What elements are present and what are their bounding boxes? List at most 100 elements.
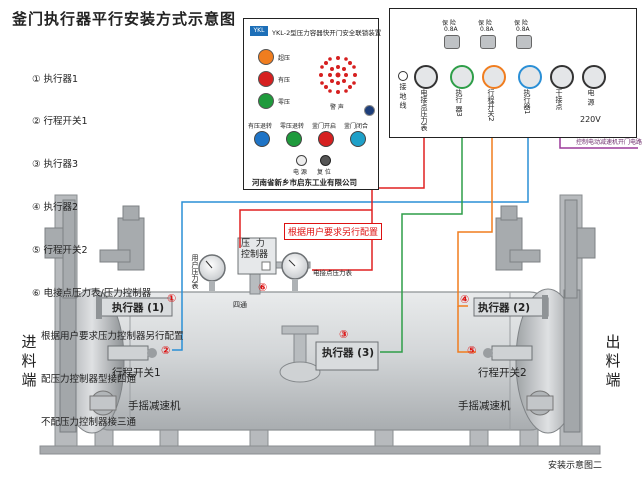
- user-gauge-label: 用户压力表: [191, 254, 199, 289]
- fuse-rating: 0.8A: [444, 26, 458, 33]
- speaker-label: 警 声: [330, 104, 344, 111]
- wire-limit-switch-2: [457, 306, 476, 353]
- voltage-label: 220V: [580, 115, 601, 124]
- legend-item: ① 执行器1: [32, 73, 79, 85]
- fuse-rating: 0.8A: [516, 26, 530, 33]
- fuse-label: 保 险: [514, 20, 528, 27]
- marker-2: ②: [161, 344, 171, 357]
- terminal-panel: 保 险 0.8A 保 险 0.8A 保 险 0.8A 接 地 线 电接点压力表 …: [389, 8, 637, 138]
- terminal-contact-gauge[interactable]: [414, 65, 438, 89]
- inlet-end-label: 进 料 端: [21, 333, 37, 389]
- custom-config-note: 根据用户要求另行配置: [284, 223, 383, 240]
- legend: ① 执行器1 ② 行程开关1 ③ 执行器3 ④ 执行器2 ⑤ 行程开关2 ⑥ 电…: [32, 44, 184, 444]
- terminal-label: 干接点: [555, 89, 563, 110]
- actuator-3-label: 执行器 (3): [322, 347, 375, 359]
- terminal-label: 行程开关2: [487, 89, 495, 122]
- gearbox-right-label: 手摇减速机: [458, 400, 511, 412]
- terminal-dry-contact[interactable]: [550, 65, 574, 89]
- brand-logo: YKL: [250, 26, 268, 36]
- right-hinge-column: [495, 199, 596, 299]
- marker-1: ①: [167, 292, 177, 305]
- pressure-controller-box: [237, 237, 277, 275]
- wire-actuator-3: [380, 76, 463, 353]
- fuse-rating: 0.8A: [480, 26, 494, 33]
- pressure-controller-label: 压 力 控制器: [241, 239, 269, 260]
- legend-item: 不配压力控制器接三通: [32, 416, 137, 428]
- lamp-label: 有压: [278, 77, 291, 84]
- power-label: 电 源: [293, 169, 307, 176]
- contact-pressure-gauge: [281, 252, 309, 291]
- marker-3: ③: [339, 328, 349, 341]
- actuator-1-label: 执行器 (1): [112, 302, 165, 314]
- button-label: 有压退转: [248, 123, 273, 130]
- four-way-label: 四通: [233, 301, 247, 309]
- overpressure-lamp: [258, 49, 274, 65]
- wire-actuator-1: [181, 76, 529, 308]
- ground-terminal-icon: [398, 71, 408, 81]
- gearbox-right: [526, 390, 554, 416]
- wire-limit-switch-1: [172, 308, 183, 351]
- door-open-button[interactable]: [318, 131, 334, 147]
- door-close-button[interactable]: [350, 131, 366, 147]
- terminal-label: 执行 器3: [455, 89, 463, 117]
- reset-button[interactable]: [320, 155, 331, 166]
- terminal-limit-switch-2[interactable]: [482, 65, 506, 89]
- actuator-3-body: [315, 341, 379, 371]
- legend-item: 配压力控制器型接四通: [32, 373, 137, 385]
- marker-5: ⑤: [467, 344, 477, 357]
- legend-item: ③ 执行器3: [32, 159, 79, 171]
- lamp-label: 超压: [278, 55, 291, 62]
- contact-gauge-label: 电接点压力表: [313, 269, 352, 277]
- figure-caption: 安装示意图二: [548, 461, 603, 471]
- button-label: 釜门开启: [312, 123, 337, 130]
- legend-item: ② 行程开关1: [32, 116, 88, 128]
- fuse-icon: [516, 35, 532, 49]
- gearbox-left: [89, 390, 117, 416]
- zero-pressure-lamp: [258, 93, 274, 109]
- company-name: 河南省新乡市启东工业有限公司: [252, 178, 357, 187]
- limit-switch-2-body: [483, 345, 533, 361]
- actuator-2-label: 执行器 (2): [478, 302, 531, 314]
- legend-item: ⑤ 行程开关2: [32, 245, 88, 257]
- limit-switch-1-body: [107, 345, 157, 361]
- button-label: 釜门闭合: [344, 123, 369, 130]
- left-hinge-column: [44, 199, 145, 299]
- fuse-icon: [480, 35, 496, 49]
- lamp-label: 零压: [278, 99, 291, 106]
- wire-actuator-2: [457, 76, 493, 307]
- power-switch[interactable]: [296, 155, 307, 166]
- fuse-label: 保 险: [478, 20, 492, 27]
- gearbox-left-label: 手摇减速机: [128, 400, 181, 412]
- outlet-end-label: 出 料 端: [605, 333, 621, 389]
- panel-title: YKL-2型压力容器快开门安全联锁装置: [272, 29, 382, 37]
- terminal-label: 电 源: [587, 89, 595, 106]
- fuse-icon: [444, 35, 460, 49]
- ground-label: 接 地 线: [399, 83, 407, 109]
- marker-6: ⑥: [258, 281, 268, 294]
- legend-item: ④ 执行器2: [32, 202, 79, 214]
- terminal-actuator-3[interactable]: [450, 65, 474, 89]
- actuator-1-body: [96, 295, 173, 319]
- legend-item: 根据用户要求压力控制器另行配置: [32, 330, 184, 342]
- fuse-label: 保 险: [442, 20, 456, 27]
- marker-4: ④: [460, 293, 470, 306]
- button-label: 零压退转: [280, 123, 305, 130]
- terminal-actuator-1[interactable]: [518, 65, 542, 89]
- pressure-lamp: [258, 71, 274, 87]
- terminal-label: 电接点压力表: [420, 89, 428, 131]
- terminal-power[interactable]: [582, 65, 606, 89]
- page-title: 釜门执行器平行安装方式示意图: [12, 10, 237, 28]
- limit-switch-2-label: 行程开关2: [478, 367, 527, 379]
- door-circuit-label: 控制电动减速机开门电路: [576, 139, 643, 146]
- zero-release-button[interactable]: [286, 131, 302, 147]
- pressure-release-button[interactable]: [254, 131, 270, 147]
- wire-controller: [239, 209, 372, 248]
- limit-switch-1-label: 行程开关1: [112, 367, 161, 379]
- control-panel: YKL YKL-2型压力容器快开门安全联锁装置 超压 有压 零压 警 声 有压退…: [243, 18, 382, 190]
- user-pressure-gauge: [198, 254, 226, 291]
- terminal-label: 执行器1: [523, 89, 531, 115]
- indicator-knob[interactable]: [364, 105, 375, 116]
- legend-item: ⑥ 电接点压力表/压力控制器: [32, 288, 152, 300]
- speaker-icon: [319, 56, 357, 94]
